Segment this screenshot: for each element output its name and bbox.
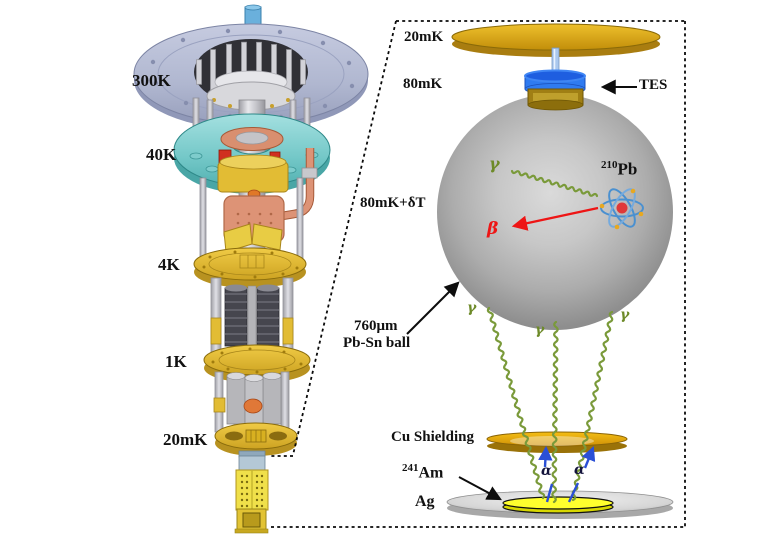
label-ag: Ag	[415, 493, 435, 510]
label-alpha-left: α	[541, 463, 552, 479]
atom-nucleus	[616, 202, 628, 214]
label-stage-20mk: 20mK	[163, 430, 208, 449]
label-am241: 241Am	[402, 462, 444, 482]
sample-holder	[234, 450, 269, 534]
label-gamma-center: γ	[535, 322, 545, 338]
label-ball-size-line2: Pb-Sn ball	[343, 335, 411, 351]
cold-plate-disk	[451, 23, 661, 57]
pipe-clamp	[301, 167, 318, 179]
gamma-wave-internal	[510, 169, 599, 198]
pcb-holes	[240, 474, 264, 508]
pb210-superscript: 210	[601, 159, 618, 171]
copper-fitting-low	[243, 398, 263, 414]
atom-electrons	[599, 188, 644, 230]
label-tes: TES	[639, 77, 668, 93]
detector-schematic	[406, 23, 674, 519]
label-gamma-right: γ	[620, 307, 630, 323]
dark-stack-right	[256, 284, 280, 347]
bolt-holes-4k	[202, 250, 299, 279]
label-gamma-left: γ	[467, 300, 477, 316]
label-plate-20mk: 20mK	[404, 29, 444, 45]
top-feedthrough-tube	[244, 4, 262, 26]
label-beta: β	[487, 219, 499, 239]
gamma-wave-right	[571, 310, 614, 502]
pb210-atom-icon	[599, 188, 644, 230]
gray-cylinders	[226, 372, 282, 427]
ball-size-arrow	[406, 281, 460, 335]
bolt-holes-1k	[211, 347, 303, 374]
tes-top-face	[524, 69, 586, 83]
label-gamma-internal: γ	[489, 154, 500, 173]
vacuum-can-hub	[194, 39, 308, 111]
sample-box	[238, 455, 266, 472]
label-cu-shielding: Cu Shielding	[391, 429, 474, 445]
label-tes-stage-80mk: 80mK	[403, 76, 443, 92]
am241-superscript: 241	[402, 462, 419, 474]
beta-arrow	[511, 206, 599, 231]
label-alpha-right: α	[574, 462, 585, 478]
section-4k-1k	[210, 277, 294, 357]
label-pb210: 210Pb	[601, 159, 638, 179]
pb-sn-ball	[437, 94, 673, 330]
label-stage-40k: 40K	[146, 145, 177, 164]
plate-20mk	[214, 422, 298, 456]
alpha-arrow-left	[538, 445, 553, 468]
tes-gold-band	[533, 93, 578, 101]
label-stage-1k: 1K	[165, 352, 187, 371]
alpha-arrows	[538, 445, 596, 503]
plate-4k	[193, 247, 307, 288]
alpha-track-right	[567, 482, 580, 503]
label-ball-temp: 80mK+δT	[360, 195, 426, 211]
alpha-arrow-right	[581, 445, 596, 469]
label-stage-4k: 4K	[158, 255, 180, 274]
cryostat-rendering	[133, 4, 369, 534]
section-1k-20mk	[213, 371, 290, 433]
tes-assembly	[524, 69, 586, 111]
copper-pipe	[281, 148, 314, 220]
mid-stage-assembly	[217, 148, 318, 253]
label-ball-size-line1: 760μm	[354, 318, 398, 334]
copper-ring	[220, 127, 284, 151]
dark-stack-left	[224, 284, 248, 347]
am-source-arrow	[458, 476, 502, 501]
gamma-wave-center	[551, 320, 559, 504]
bolt-holes-300k	[150, 28, 355, 120]
alpha-track-left	[545, 483, 554, 503]
zoom-callout-outline	[271, 20, 686, 528]
label-stage-300k: 300K	[132, 71, 171, 90]
gamma-wave-left	[486, 306, 546, 500]
am241-source-disk	[502, 496, 614, 514]
